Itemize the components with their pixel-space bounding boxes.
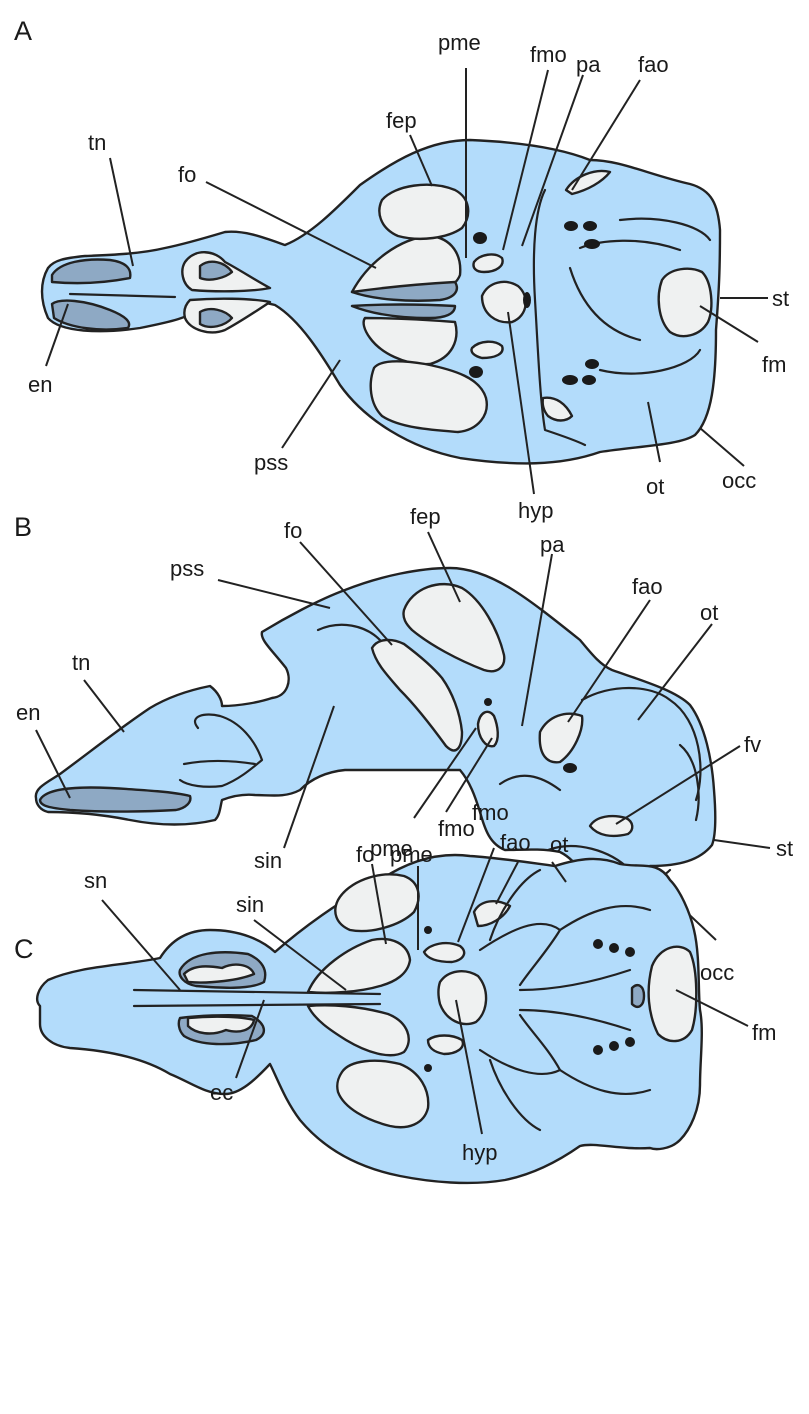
panel-c-lower-foramen	[428, 1036, 463, 1055]
panel-a-label-fmo: fmo	[530, 42, 567, 67]
panel-b-label-fao: fao	[632, 574, 663, 599]
panel-a-dot	[585, 359, 599, 369]
panel-c-fmo-foramen	[424, 943, 464, 962]
panel-b-dot	[563, 763, 577, 773]
panel-a-leader-pss	[282, 360, 340, 448]
panel-a-leader-tn	[110, 158, 133, 266]
panel-b-label-fv: fv	[744, 732, 761, 757]
panel-a-label-tn: tn	[88, 130, 106, 155]
panel-c-label-pme: pme	[390, 842, 433, 867]
panel-a-label-pss: pss	[254, 450, 288, 475]
panel-c-condyle	[632, 985, 644, 1007]
panel-b-label-tn: tn	[72, 650, 90, 675]
panel-a-foramen-magnum	[659, 269, 712, 336]
panel-c-label-ot: ot	[550, 832, 568, 857]
panel-b-label-en: en	[16, 700, 40, 725]
panel-c-label-fmo: fmo	[472, 800, 509, 825]
panel-c-dot	[625, 947, 635, 957]
panel-c-label-sin: sin	[236, 892, 264, 917]
panel-a-label-occ: occ	[722, 468, 756, 493]
panel-b-leader-pss	[218, 580, 330, 608]
panel-a-label-fao: fao	[638, 52, 669, 77]
panel-c-label-fo: fo	[356, 842, 374, 867]
panel-a-label-st: st	[772, 286, 789, 311]
panel-a-label-ot: ot	[646, 474, 664, 499]
panel-a-fmo-foramen	[473, 255, 502, 272]
panel-b-leader-st	[714, 840, 770, 848]
panel-b-label-fmo: fmo	[438, 816, 475, 841]
panel-b-letter: B	[14, 512, 32, 542]
panel-a-label-pa: pa	[576, 52, 601, 77]
panel-b-label-sin: sin	[254, 848, 282, 873]
panel-c-dot	[424, 926, 432, 934]
panel-a-dot	[473, 232, 487, 244]
panel-a-label-hyp: hyp	[518, 498, 553, 523]
panel-a-dot	[584, 239, 600, 249]
panel-a-dot	[562, 375, 578, 385]
panel-b-label-occ: occ	[700, 960, 734, 985]
panel-a-letter: A	[14, 16, 32, 46]
panel-a-dot	[469, 366, 483, 378]
panel-a-label-en: en	[28, 372, 52, 397]
panel-c-dot	[424, 1064, 432, 1072]
panel-a-label-pme: pme	[438, 30, 481, 55]
panel-a-label-fep: fep	[386, 108, 417, 133]
panel-b-leader-tn	[84, 680, 124, 732]
panel-a-label-fo: fo	[178, 162, 196, 187]
panel-c-label-ec: ec	[210, 1080, 233, 1105]
panel-c-foramen-magnum	[649, 947, 697, 1041]
panel-a-fep-fenestra-upper	[379, 185, 468, 239]
panel-b-dot	[484, 698, 492, 706]
panel-b-label-st: st	[776, 836, 793, 861]
panel-a-dot	[564, 221, 578, 231]
panel-a-label-fm: fm	[762, 352, 786, 377]
panel-c-label-hyp: hyp	[462, 1140, 497, 1165]
panel-c-label-sn: sn	[84, 868, 107, 893]
panel-b-fv-foramen	[590, 816, 632, 836]
panel-a-dot	[523, 292, 531, 308]
panel-c-dot	[593, 1045, 603, 1055]
panel-b-label-ot: ot	[700, 600, 718, 625]
panel-a-lower-foramen	[471, 342, 502, 358]
panel-c-dot	[625, 1037, 635, 1047]
panel-c-dot	[609, 1041, 619, 1051]
panel-c-label-fao: fao	[500, 830, 531, 855]
panel-b-label-fep: fep	[410, 504, 441, 529]
panel-a-dot	[582, 375, 596, 385]
panel-c-letter: C	[14, 934, 34, 964]
panel-a: A	[14, 16, 789, 523]
panel-b-label-pss: pss	[170, 556, 204, 581]
panel-c-label-fm: fm	[752, 1020, 776, 1045]
panel-c-dot	[609, 943, 619, 953]
panel-b-label-fo: fo	[284, 518, 302, 543]
panel-c-septal-fenestra-lower	[188, 1017, 254, 1034]
panel-c-dot	[593, 939, 603, 949]
panel-b-label-pa: pa	[540, 532, 565, 557]
panel-a-dot	[583, 221, 597, 231]
panel-a-leader-occ	[700, 428, 744, 466]
